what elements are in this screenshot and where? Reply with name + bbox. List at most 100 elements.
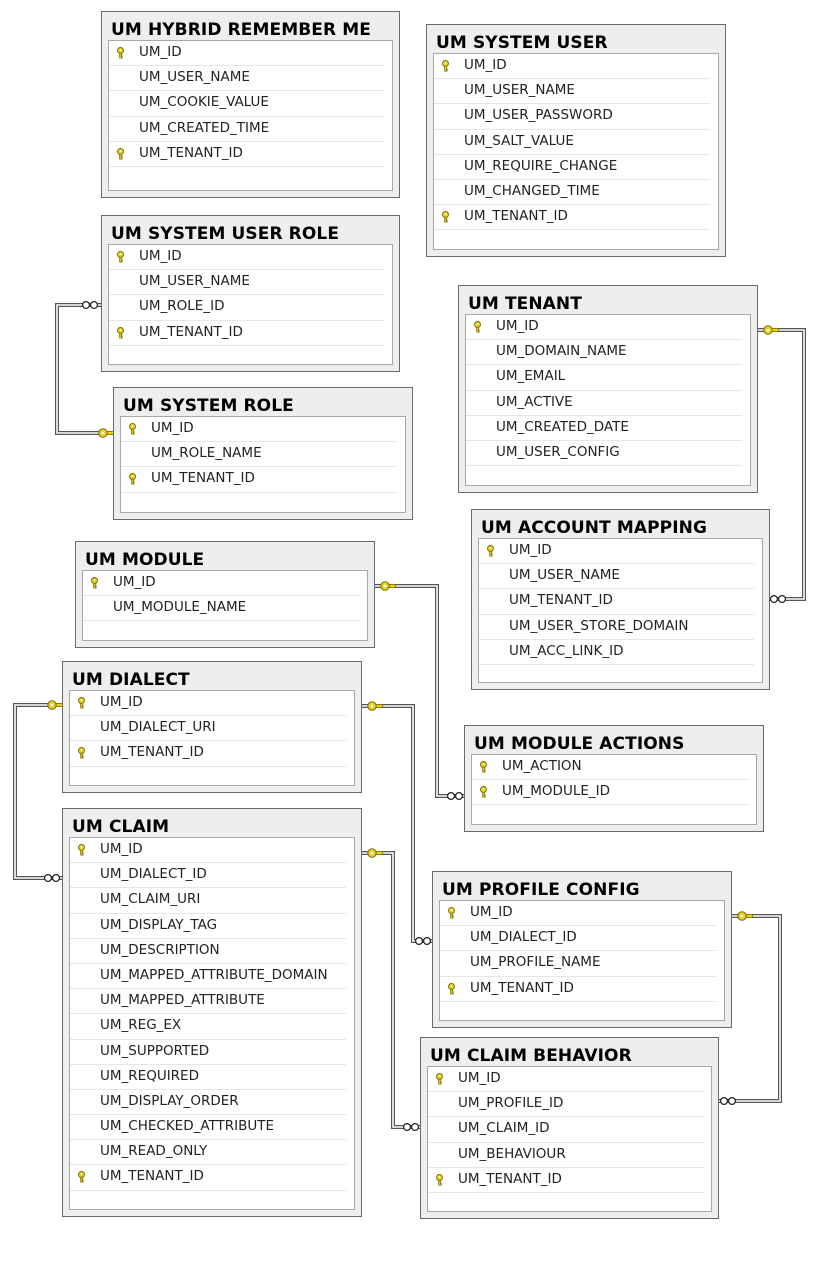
column-row[interactable]: UM_ROLE_NAME xyxy=(121,442,397,468)
column-name: UM_PROFILE_ID xyxy=(458,1095,564,1112)
column-row[interactable]: UM_PROFILE_ID xyxy=(428,1092,703,1118)
column-row[interactable]: UM_TENANT_ID xyxy=(434,205,710,231)
column-row[interactable]: UM_ID xyxy=(434,54,710,80)
column-row[interactable]: UM_USER_NAME xyxy=(109,270,384,296)
relationship-claimbeh-claim[interactable] xyxy=(362,848,420,1131)
column-row[interactable]: UM_ID xyxy=(428,1067,703,1093)
column-row[interactable]: UM_DESCRIPTION xyxy=(70,939,346,964)
column-row[interactable]: UM_DIALECT_ID xyxy=(440,926,716,952)
column-row[interactable]: UM_USER_STORE_DOMAIN xyxy=(479,615,754,640)
column-name: UM_TENANT_ID xyxy=(139,144,243,161)
relationship-accmap-tenant[interactable] xyxy=(758,325,806,603)
column-name: UM_MAPPED_ATTRIBUTE_DOMAIN xyxy=(100,966,328,983)
column-row[interactable]: UM_USER_NAME xyxy=(479,564,754,590)
column-name: UM_DIALECT_ID xyxy=(100,866,207,883)
column-row[interactable]: UM_CLAIM_ID xyxy=(428,1117,703,1143)
column-row[interactable]: UM_ID xyxy=(440,901,716,927)
column-row[interactable]: UM_SUPPORTED xyxy=(70,1040,346,1065)
column-row[interactable]: UM_TENANT_ID xyxy=(70,1165,346,1191)
column-row[interactable]: UM_ID xyxy=(479,539,754,565)
column-row[interactable]: UM_MAPPED_ATTRIBUTE xyxy=(70,989,346,1015)
column-row[interactable]: UM_TENANT_ID xyxy=(428,1168,703,1193)
column-row[interactable]: UM_READ_ONLY xyxy=(70,1140,346,1166)
column-row[interactable]: UM_ID xyxy=(83,571,359,597)
column-row[interactable]: UM_USER_NAME xyxy=(434,79,710,105)
column-row[interactable]: UM_ID xyxy=(70,691,346,717)
column-row[interactable]: UM_ID xyxy=(466,315,742,341)
column-row[interactable]: UM_MAPPED_ATTRIBUTE_DOMAIN xyxy=(70,964,346,990)
column-name: UM_ID xyxy=(113,574,156,590)
key-icon xyxy=(91,577,98,589)
column-row[interactable]: UM_ID xyxy=(109,245,384,271)
column-row[interactable]: UM_TENANT_ID xyxy=(479,589,754,615)
column-row[interactable]: UM_BEHAVIOUR xyxy=(428,1143,703,1168)
column-name: UM_ID xyxy=(458,1070,501,1086)
column-row[interactable]: UM_USER_NAME xyxy=(109,66,384,92)
relationship-modactions-module[interactable] xyxy=(375,581,464,800)
key-icon xyxy=(117,251,124,263)
relationship-profconf-dialect[interactable] xyxy=(362,701,432,945)
column-row[interactable]: UM_CREATED_TIME xyxy=(109,117,384,142)
column-row[interactable]: UM_DISPLAY_ORDER xyxy=(70,1090,346,1116)
column-row[interactable]: UM_REQUIRE_CHANGE xyxy=(434,155,710,180)
column-row[interactable]: UM_ROLE_ID xyxy=(109,295,384,321)
column-row[interactable]: UM_DOMAIN_NAME xyxy=(466,340,742,366)
column-row[interactable]: UM_TENANT_ID xyxy=(440,977,716,1002)
column-name: UM_SUPPORTED xyxy=(100,1042,210,1059)
column-row[interactable]: UM_DISPLAY_TAG xyxy=(70,914,346,939)
column-row[interactable]: UM_EMAIL xyxy=(466,365,742,391)
column-row[interactable]: UM_TENANT_ID xyxy=(109,142,384,167)
key-icon xyxy=(442,60,449,72)
column-row[interactable]: UM_TENANT_ID xyxy=(109,321,384,346)
column-name: UM_ID xyxy=(470,904,513,920)
column-row[interactable]: UM_ACC_LINK_ID xyxy=(479,640,754,665)
column-row[interactable]: UM_ACTION xyxy=(472,755,748,781)
column-row[interactable]: UM_DIALECT_URI xyxy=(70,716,346,742)
column-row[interactable]: UM_CHECKED_ATTRIBUTE xyxy=(70,1115,346,1141)
table-title: UM PROFILE CONFIG xyxy=(442,880,640,900)
column-row[interactable]: UM_MODULE_ID xyxy=(472,780,748,806)
relationship-claimbeh-profconf[interactable] xyxy=(719,911,782,1105)
column-row[interactable]: UM_PROFILE_NAME xyxy=(440,951,716,977)
table-title: UM DIALECT xyxy=(72,670,190,690)
relationship-sysuserrole-sysrole[interactable] xyxy=(55,301,114,438)
column-row[interactable]: UM_TENANT_ID xyxy=(70,741,346,767)
column-name: UM_USER_NAME xyxy=(139,273,250,290)
column-row[interactable]: UM_REG_EX xyxy=(70,1014,346,1040)
column-row[interactable]: UM_SALT_VALUE xyxy=(434,130,710,155)
column-row[interactable]: UM_CHANGED_TIME xyxy=(434,180,710,206)
column-row[interactable]: UM_DIALECT_ID xyxy=(70,863,346,889)
column-name: UM_CREATED_TIME xyxy=(139,119,270,136)
relationship-claim-dialect[interactable] xyxy=(13,700,63,882)
column-row[interactable]: UM_ACTIVE xyxy=(466,391,742,416)
column-row[interactable]: UM_TENANT_ID xyxy=(121,467,397,493)
column-row[interactable]: UM_USER_PASSWORD xyxy=(434,104,710,130)
column-name: UM_DISPLAY_TAG xyxy=(100,916,218,933)
column-row[interactable]: UM_CREATED_DATE xyxy=(466,416,742,441)
column-row[interactable]: UM_ID xyxy=(109,41,384,67)
key-icon xyxy=(480,761,487,773)
column-row[interactable]: UM_ID xyxy=(70,838,346,864)
column-row[interactable]: UM_MODULE_NAME xyxy=(83,596,359,622)
column-row[interactable]: UM_REQUIRED xyxy=(70,1065,346,1090)
column-row[interactable]: UM_USER_CONFIG xyxy=(466,441,742,467)
column-name: UM_COOKIE_VALUE xyxy=(139,94,269,111)
column-row[interactable]: UM_COOKIE_VALUE xyxy=(109,91,384,117)
column-row[interactable]: UM_ID xyxy=(121,417,397,443)
column-row[interactable]: UM_CLAIM_URI xyxy=(70,888,346,914)
